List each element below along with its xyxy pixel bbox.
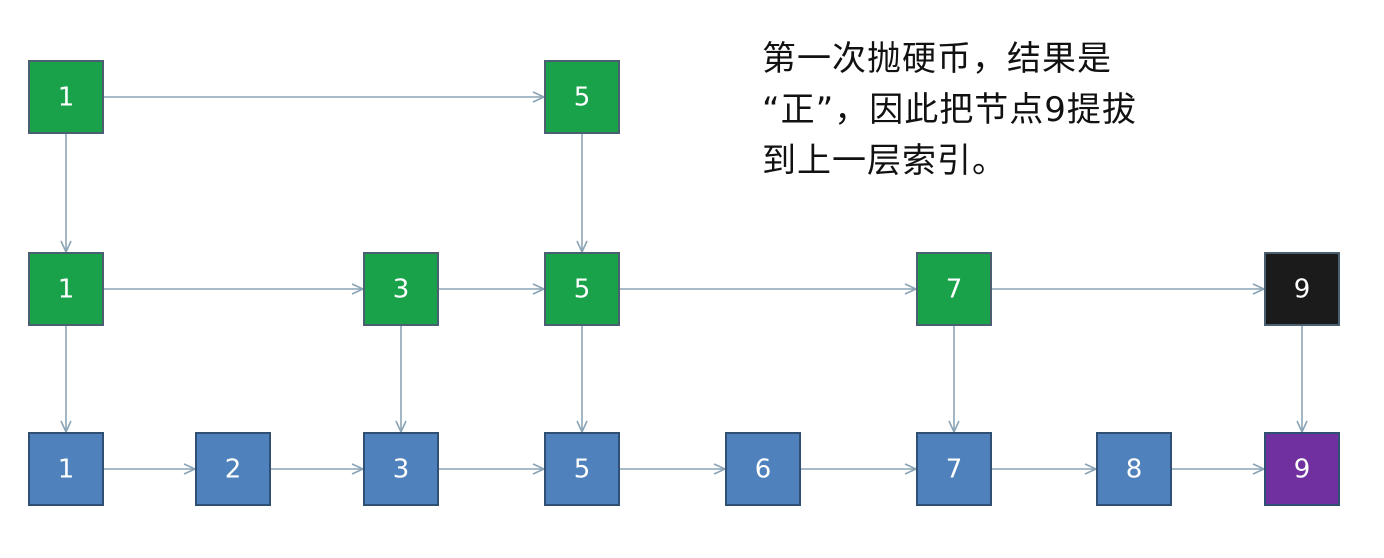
middle-level-node-3: 3: [363, 252, 439, 326]
node-box: [1264, 432, 1340, 506]
node-label: 7: [946, 455, 963, 485]
node-box: [544, 432, 620, 506]
node-label: 5: [574, 83, 591, 113]
node-box: [363, 252, 439, 326]
base-level-node-1: 1: [28, 432, 104, 506]
node-label: 9: [1294, 455, 1311, 485]
node-label: 5: [574, 275, 591, 305]
middle-level-node-7: 7: [916, 252, 992, 326]
node-box: [195, 432, 271, 506]
base-level-node-9: 9: [1264, 432, 1340, 506]
node-label: 1: [58, 455, 75, 485]
node-box: [916, 252, 992, 326]
node-label: 6: [755, 455, 772, 485]
base-level-node-8: 8: [1096, 432, 1172, 506]
node-box: [544, 60, 620, 134]
node-label: 1: [58, 83, 75, 113]
top-level-node-1: 1: [28, 60, 104, 134]
node-layer: 1 5 1 3 5 7 9 1 2 3 5 6 7 8 9: [28, 60, 1340, 506]
node-label: 7: [946, 275, 963, 305]
node-label: 8: [1126, 455, 1143, 485]
middle-level-node-5: 5: [544, 252, 620, 326]
node-box: [28, 432, 104, 506]
caption-text: 第一次抛硬币，结果是 “正”，因此把节点9提拔 到上一层索引。: [762, 34, 1282, 187]
edge-layer: [60, 91, 1308, 475]
middle-level-node-1: 1: [28, 252, 104, 326]
node-label: 2: [225, 455, 242, 485]
base-level-node-7: 7: [916, 432, 992, 506]
base-level-node-2: 2: [195, 432, 271, 506]
node-box: [1096, 432, 1172, 506]
node-box: [28, 60, 104, 134]
caption-line-3: 到上一层索引。: [762, 141, 1007, 181]
top-level-node-5: 5: [544, 60, 620, 134]
node-box: [544, 252, 620, 326]
node-label: 3: [393, 455, 410, 485]
node-box: [363, 432, 439, 506]
node-label: 3: [393, 275, 410, 305]
node-box: [916, 432, 992, 506]
node-box: [1264, 252, 1340, 326]
node-label: 5: [574, 455, 591, 485]
node-box: [28, 252, 104, 326]
node-box: [725, 432, 801, 506]
caption-line-1: 第一次抛硬币，结果是: [762, 39, 1112, 79]
base-level-node-3: 3: [363, 432, 439, 506]
node-label: 9: [1294, 275, 1311, 305]
caption-line-2: “正”，因此把节点9提拔: [762, 90, 1137, 130]
base-level-node-6: 6: [725, 432, 801, 506]
middle-level-node-9: 9: [1264, 252, 1340, 326]
base-level-node-5: 5: [544, 432, 620, 506]
node-label: 1: [58, 275, 75, 305]
